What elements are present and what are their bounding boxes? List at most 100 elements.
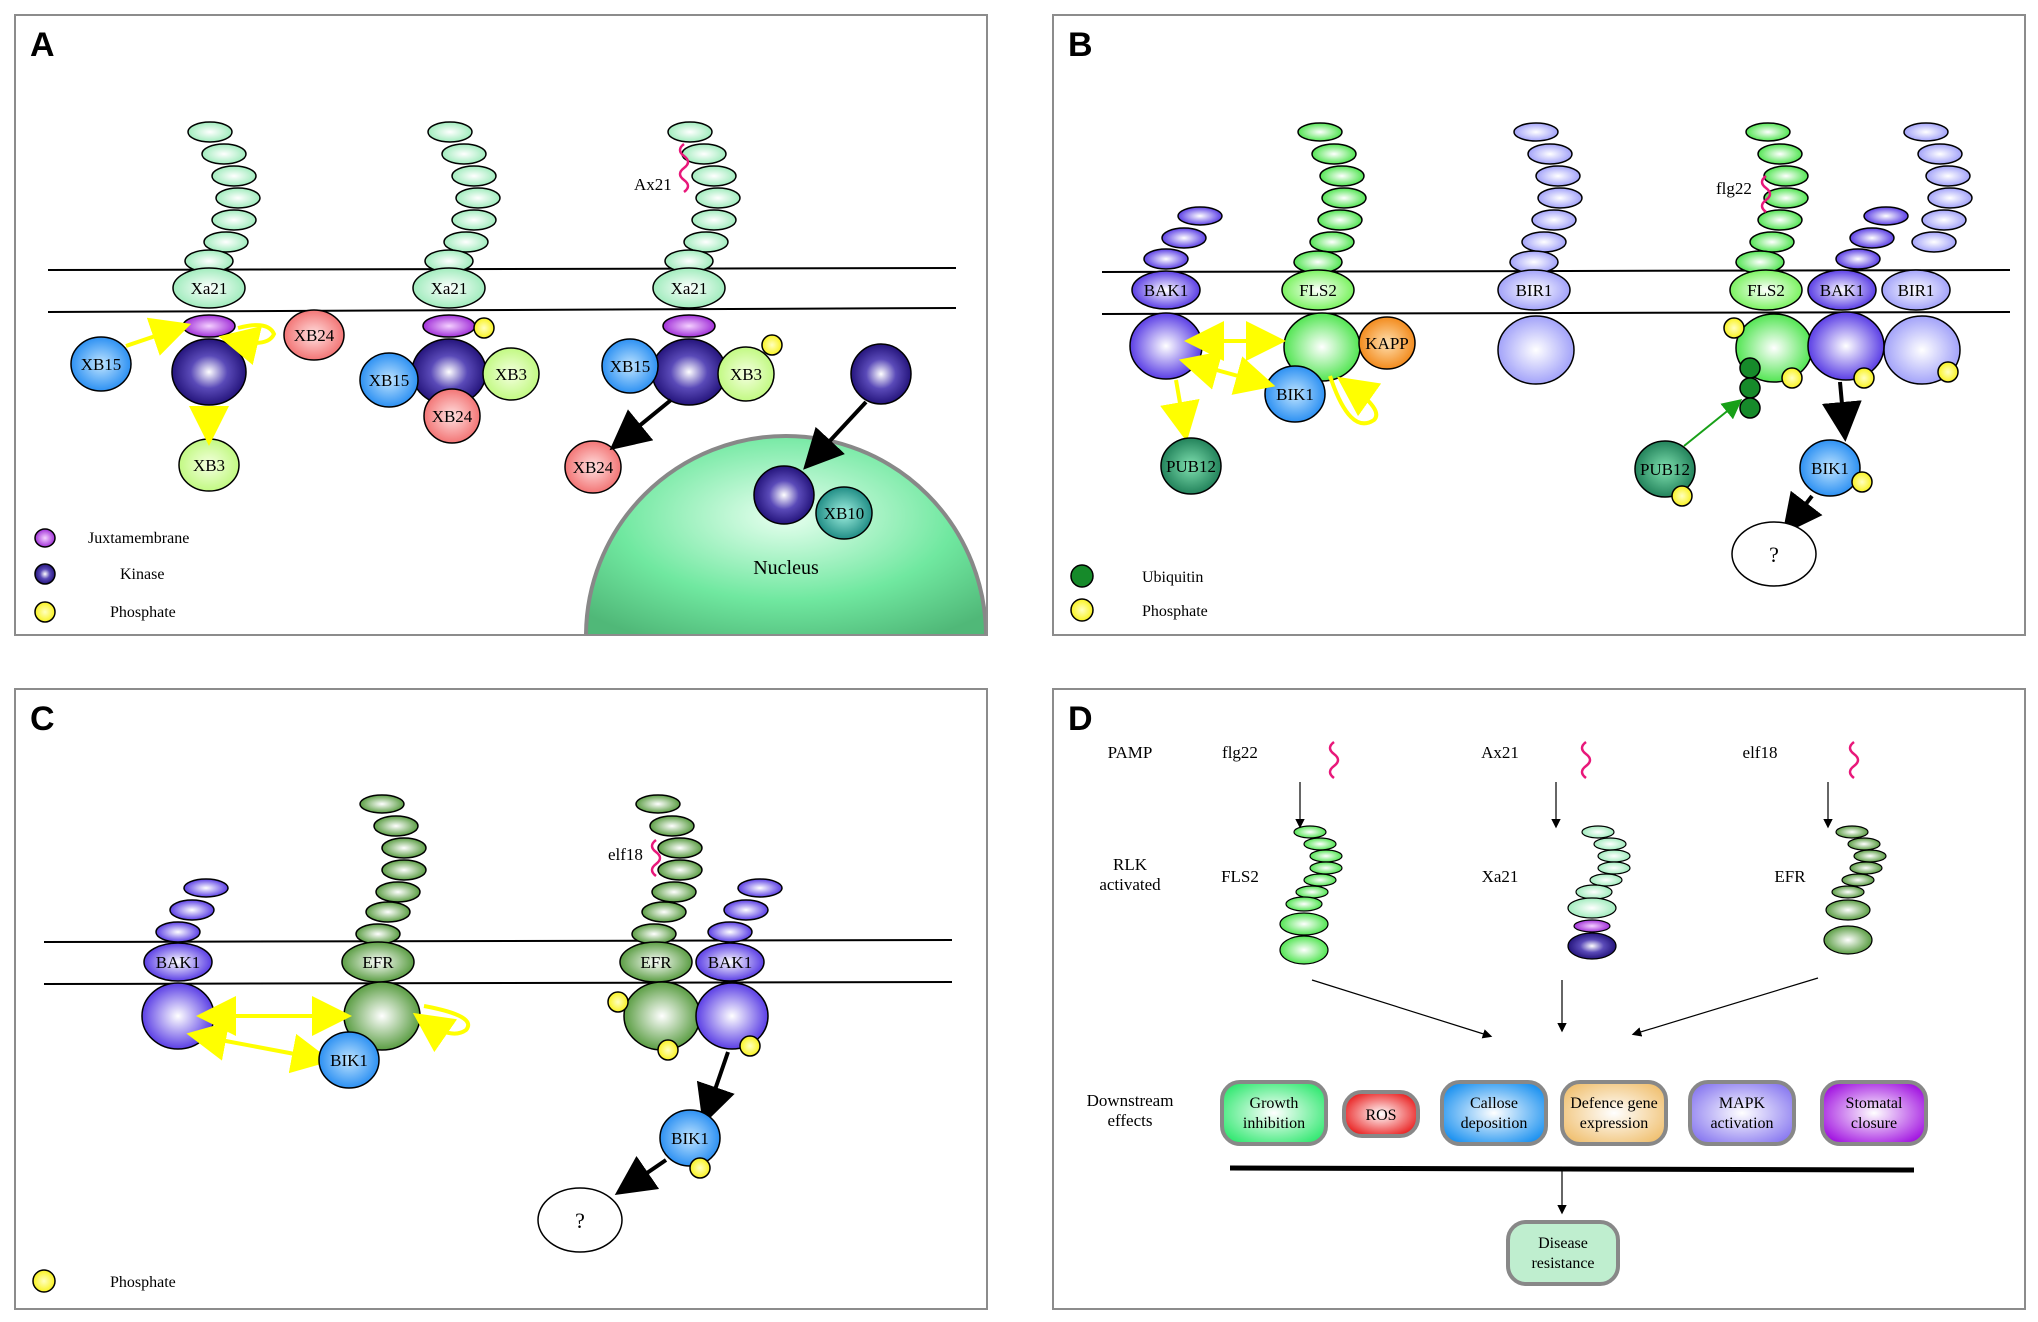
xa21-label: Xa21	[431, 279, 468, 298]
effect-box-shape	[1342, 1090, 1420, 1138]
bik1-label: BIK1	[1276, 385, 1314, 404]
legend-ubiquitin: Ubiquitin	[1142, 569, 1203, 586]
panel-label: D	[1068, 700, 1093, 738]
rlk-label: EFR	[1774, 867, 1806, 886]
elf18-signal-icon	[650, 839, 662, 877]
effect-label-line2: expression	[1580, 1115, 1648, 1132]
xb15-label: XB15	[610, 357, 651, 376]
effect-box: Stomatal closure	[1820, 1080, 1928, 1146]
legend: Phosphate	[32, 1269, 176, 1293]
bik1-label: BIK1	[330, 1051, 368, 1070]
panel-c: C BAK1	[14, 688, 988, 1310]
panel-label: C	[30, 700, 55, 738]
elf18-label: elf18	[608, 845, 643, 864]
efr-receptor-icon	[1823, 825, 1887, 955]
xb3-label: XB3	[495, 365, 527, 384]
row-label-rlk-line2: activated	[1099, 875, 1161, 894]
effect-box-shape	[1820, 1080, 1928, 1146]
legend-juxtamembrane: Juxtamembrane	[88, 530, 189, 547]
pamp-signal-icon	[1328, 741, 1340, 779]
effect-label-line1: Callose	[1470, 1095, 1518, 1112]
effect-box: Callose deposition	[1440, 1080, 1548, 1146]
fls2-receptor	[1281, 122, 1367, 382]
disease-resistance-box: Disease resistance	[1506, 1220, 1620, 1286]
panel-d: D PAMP RLK activated Downstream effects …	[1052, 688, 2026, 1310]
effect-label-line1: ROS	[1365, 1107, 1396, 1124]
pamp-signal-icon	[1848, 741, 1860, 779]
panel-c-diagram: BAK1 EFR BIK1	[32, 794, 953, 1293]
bir1-receptor	[1497, 122, 1583, 385]
effect-label-line2: closure	[1851, 1115, 1897, 1132]
outcome-line1: Disease	[1538, 1235, 1588, 1252]
legend: Ubiquitin Phosphate	[1070, 564, 1208, 622]
row-label-downstream-line1: Downstream	[1087, 1091, 1174, 1110]
rlk-label: Xa21	[1482, 867, 1519, 886]
bak1-label: BAK1	[156, 953, 200, 972]
bak1-label: BAK1	[1144, 281, 1188, 300]
fls2-bak1-bir1-complex	[1729, 122, 1973, 385]
panel-b-diagram: BAK1 FLS2 KAPP BIK1 PUB12	[1070, 122, 2011, 622]
effect-label-line1: Defence gene	[1570, 1095, 1658, 1112]
efr-receptor	[341, 794, 427, 1051]
xb24-label: XB24	[573, 458, 614, 477]
row-label-rlk-line1: RLK	[1113, 855, 1148, 874]
xa21-receptor-2	[411, 121, 501, 406]
legend-phosphate: Phosphate	[1142, 603, 1208, 620]
bir1-label: BIR1	[1516, 281, 1553, 300]
xa21-label: Xa21	[191, 279, 228, 298]
xb15-label: XB15	[369, 371, 410, 390]
effect-box-shape	[1440, 1080, 1548, 1146]
efr-label: EFR	[640, 953, 672, 972]
outcome-line2: resistance	[1531, 1255, 1594, 1272]
pamp-signal-icon	[1580, 741, 1592, 779]
xb24-label: XB24	[432, 407, 473, 426]
xa21-receptor-3	[651, 121, 741, 406]
xa21-receptor-1	[171, 121, 261, 406]
effect-box-shape	[1560, 1080, 1668, 1146]
effects-row: Growth inhibition ROS Callose deposition Defe…	[1220, 1080, 1928, 1146]
xb3-label: XB3	[193, 456, 225, 475]
panel-label: A	[30, 26, 55, 64]
flg22-label: flg22	[1716, 179, 1752, 198]
bir1-label: BIR1	[1898, 281, 1935, 300]
panel-label: B	[1068, 26, 1093, 64]
efr-bak1-complex	[619, 794, 783, 1051]
effect-label-line2: deposition	[1461, 1115, 1528, 1132]
pamp-label: flg22	[1222, 743, 1258, 762]
fls2-receptor-icon	[1279, 825, 1343, 965]
legend-kinase: Kinase	[120, 566, 164, 583]
xb15-label: XB15	[81, 355, 122, 374]
effect-label-line2: inhibition	[1243, 1115, 1305, 1132]
legend-phosphate: Phosphate	[110, 1274, 176, 1291]
effect-box-shape	[1688, 1080, 1796, 1146]
effect-label-line1: Growth	[1250, 1095, 1299, 1112]
fls2-label: FLS2	[1747, 281, 1785, 300]
effect-label-line1: MAPK	[1719, 1095, 1766, 1112]
bik1-label: BIK1	[1811, 459, 1849, 478]
effect-label-line1: Stomatal	[1846, 1095, 1903, 1112]
ax21-signal-icon	[678, 143, 690, 193]
fls2-label: FLS2	[1299, 281, 1337, 300]
row-label-pamp: PAMP	[1108, 743, 1153, 762]
efr-label: EFR	[362, 953, 394, 972]
bak1-label: BAK1	[1820, 281, 1864, 300]
unknown-target: ?	[575, 1208, 585, 1233]
effect-box-shape	[1220, 1080, 1328, 1146]
legend: Juxtamembrane Kinase Phosphate	[34, 528, 189, 623]
kapp-label: KAPP	[1365, 334, 1408, 353]
panel-d-diagram: PAMP RLK activated Downstream effects fl…	[1087, 741, 1928, 1286]
effect-box: Defence gene expression	[1560, 1080, 1668, 1146]
panel-a: A	[14, 14, 988, 636]
panel-a-diagram: Xa21 Xa21 Xa2	[34, 121, 986, 634]
xb10-label: XB10	[824, 504, 865, 523]
xb3-label: XB3	[730, 365, 762, 384]
xb24-label: XB24	[294, 326, 335, 345]
pamp-label: Ax21	[1481, 743, 1519, 762]
pub12-label: PUB12	[1166, 457, 1216, 476]
unknown-target: ?	[1769, 542, 1779, 567]
row-label-downstream-line2: effects	[1108, 1111, 1153, 1130]
ax21-label: Ax21	[634, 175, 672, 194]
pamp-label: elf18	[1743, 743, 1778, 762]
bik1-label: BIK1	[671, 1129, 709, 1148]
